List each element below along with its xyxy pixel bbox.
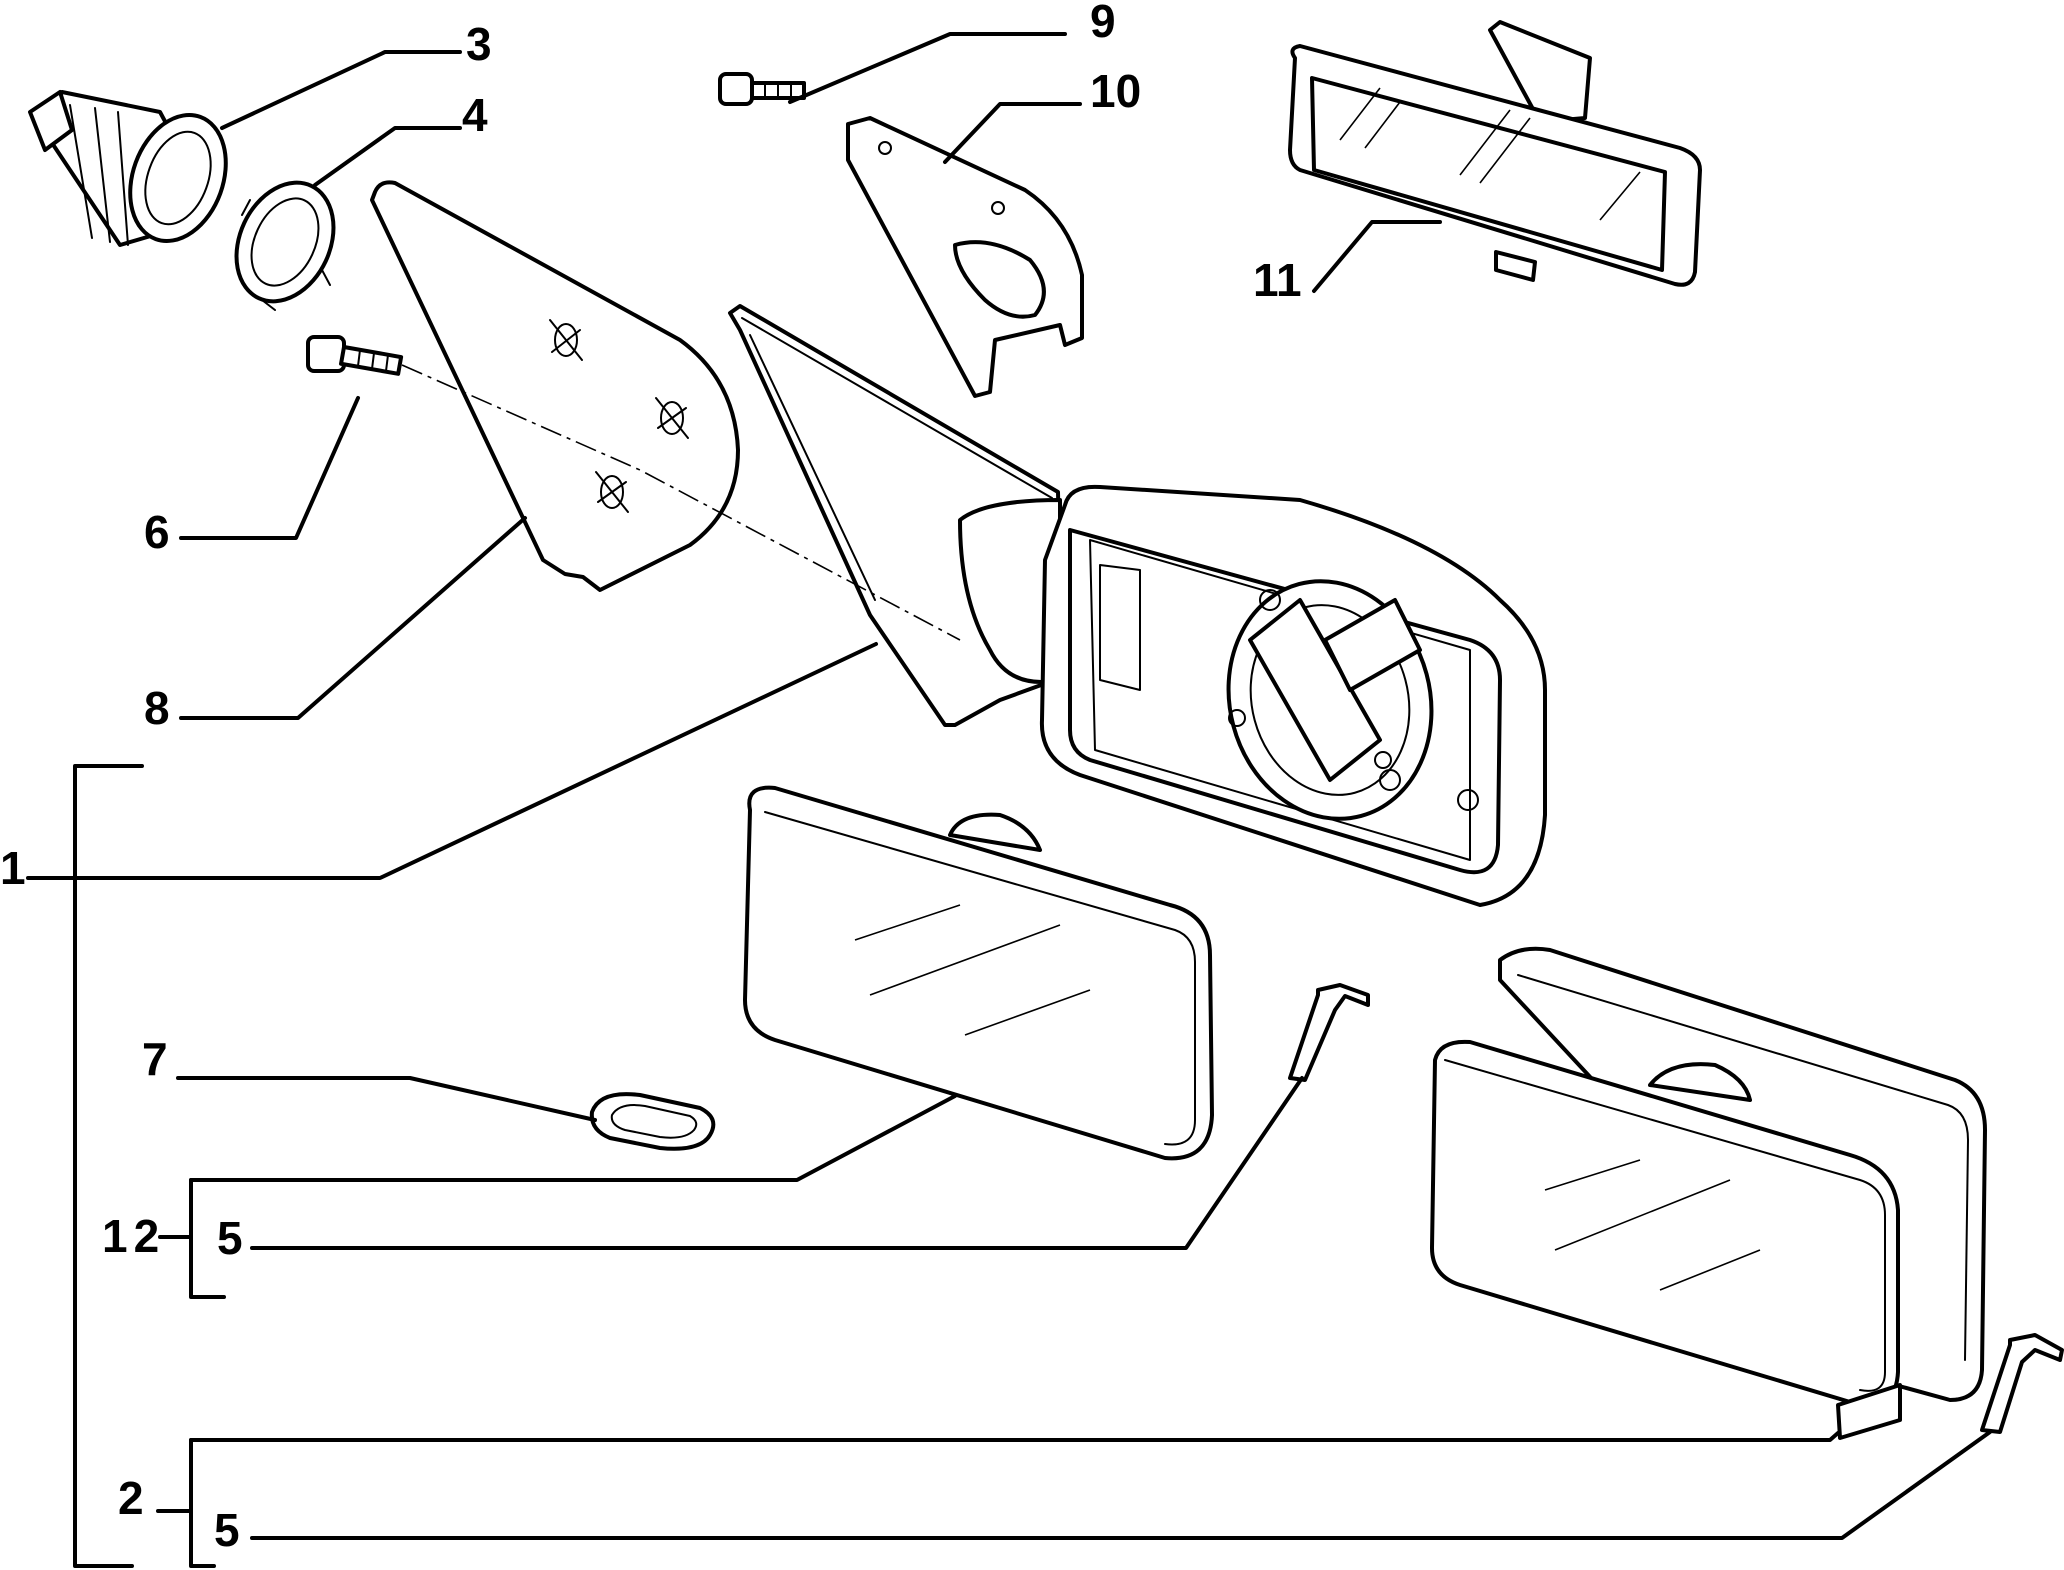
interior-mirror-icon bbox=[1288, 20, 1702, 287]
mirror-glass-icon bbox=[743, 785, 1214, 1161]
grommet-icon bbox=[589, 1092, 716, 1151]
callout-10: 10 bbox=[1090, 65, 1141, 117]
mirror-arm-icon bbox=[728, 304, 1062, 727]
mirror-housing-icon bbox=[1039, 484, 1547, 907]
inner-cover-icon bbox=[846, 116, 1084, 398]
callout-2: 2 bbox=[118, 1472, 144, 1524]
spring-clip-icon bbox=[1980, 1333, 2064, 1434]
callout-5-frame: 5 bbox=[214, 1504, 240, 1556]
callout-3: 3 bbox=[466, 18, 492, 70]
screw-icon bbox=[306, 335, 404, 376]
callout-7: 7 bbox=[142, 1033, 168, 1085]
callout-4: 4 bbox=[462, 89, 488, 141]
spring-clip-icon bbox=[1288, 983, 1370, 1082]
rubber-boot-icon bbox=[28, 90, 228, 247]
callout-9: 9 bbox=[1090, 0, 1116, 47]
callout-8: 8 bbox=[144, 682, 170, 734]
mounting-plate-icon bbox=[370, 180, 740, 592]
brackets bbox=[73, 764, 226, 1568]
callout-5-glass: 5 bbox=[217, 1212, 243, 1264]
leader-lines bbox=[26, 32, 1992, 1540]
callout-1: 1 bbox=[0, 842, 26, 894]
screw-icon bbox=[718, 72, 806, 106]
callout-11: 11 bbox=[1253, 254, 1302, 306]
assembly-axis-line bbox=[401, 364, 961, 641]
lock-ring-icon bbox=[234, 180, 336, 311]
callout-6: 6 bbox=[144, 506, 170, 558]
mirror-glass-frame-icon bbox=[1430, 946, 1987, 1440]
callout-12: 12 bbox=[102, 1210, 165, 1262]
